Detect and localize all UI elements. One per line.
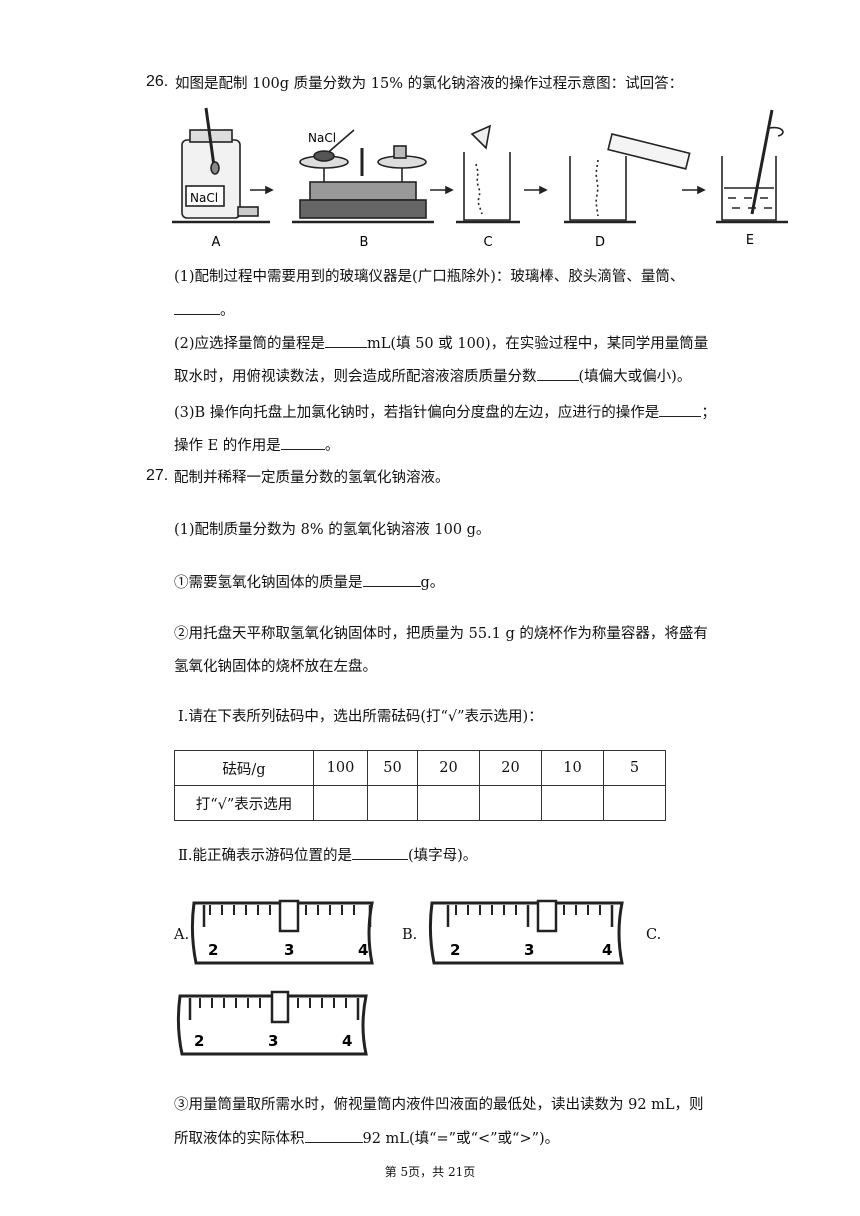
weight-cell: 20 — [479, 750, 542, 786]
check-cell[interactable] — [541, 785, 604, 821]
ruler-tick-label: 4 — [358, 941, 368, 959]
q27-weights-instruction: Ⅰ.请在下表所列砝码中，选出所需砝码(打“√”表示选用)： — [178, 709, 543, 725]
q27-step3-line1: ③用量筒量取所需水时，俯视量筒内液件凹液面的最低处，读出读数为 92 mL，则 — [174, 1097, 704, 1113]
q27-step3-line2: 所取液体的实际体积 92 mL(填“=”或“<”或“>”)。 — [174, 1128, 559, 1149]
ruler-tick-label: 4 — [342, 1032, 352, 1050]
weights-table: 砝码/g 100 50 20 20 10 5 打“√”表示选用 — [174, 750, 666, 821]
ruler-tick-label: 3 — [284, 941, 294, 959]
question-stem-26: 如图是配制 100g 质量分数为 15% 的氯化钠溶液的操作过程示意图：试回答： — [175, 76, 684, 92]
nacl-solution-procedure-figure: NaCl NaCl A B C D E — [172, 107, 788, 250]
q26-part3-d: 。 — [324, 438, 340, 454]
q27-part1: (1)配制质量分数为 8% 的氢氧化钠溶液 100 g。 — [174, 522, 491, 538]
option-b-label: B. — [402, 927, 418, 943]
table-row-label: 打“√”表示选用 — [174, 785, 314, 821]
jar-label: NaCl — [190, 191, 218, 205]
answer-blank[interactable] — [325, 333, 368, 348]
page-footer: 第 5页，共 21页 — [384, 1165, 476, 1179]
option-a-label: A. — [174, 927, 190, 943]
q26-part3-line1: (3)B 操作向托盘上加氯化钠时，若指针偏向分度盘的左边，应进行的操作是 ； — [174, 402, 716, 423]
q27-rider-question: Ⅱ.能正确表示游码位置的是 (填字母)。 — [178, 845, 477, 866]
ruler-tick-label: 4 — [602, 941, 612, 959]
q27-step2-line1: ②用托盘天平称取氢氧化钠固体时，把质量为 55.1 g 的烧杯作为称量容器，将盛… — [174, 626, 708, 642]
ruler-tick-label: 3 — [268, 1032, 278, 1050]
question-stem-27: 配制并稀释一定质量分数的氢氧化钠溶液。 — [174, 470, 450, 486]
ruler-tick-label: 2 — [208, 941, 218, 959]
q26-part2-a: (2)应选择量筒的量程是 — [174, 336, 326, 352]
rider-ruler-b[interactable]: 2 3 4 — [424, 893, 630, 973]
figure-label-c: C — [483, 235, 492, 250]
rider-ruler-a[interactable]: 2 3 4 — [186, 893, 380, 973]
check-cell[interactable] — [417, 785, 480, 821]
ruler-tick-label: 3 — [524, 941, 534, 959]
ruler-tick-label: 2 — [450, 941, 460, 959]
answer-blank[interactable] — [280, 435, 325, 450]
q27-step1: ①需要氢氧化钠固体的质量是 g。 — [174, 572, 444, 593]
answer-blank[interactable] — [351, 845, 408, 860]
answer-blank[interactable] — [659, 402, 702, 417]
weight-cell: 20 — [417, 750, 480, 786]
q26-part3-line2: 操作 E 的作用是 。 — [174, 435, 339, 456]
weight-cell: 5 — [603, 750, 666, 786]
q26-part1-text: (1)配制过程中需要用到的玻璃仪器是(广口瓶除外)：玻璃棒、胶头滴管、量筒、 — [174, 269, 685, 285]
q26-part3-b: ； — [701, 405, 716, 421]
rider-ruler-c[interactable]: 2 3 4 — [172, 986, 374, 1064]
question-number-27: 27. — [146, 467, 169, 484]
question-number-26: 26. — [146, 73, 169, 90]
weight-cell: 10 — [541, 750, 604, 786]
option-c-label: C. — [646, 927, 662, 943]
table-row: 砝码/g 100 50 20 20 10 5 — [174, 750, 666, 786]
table-row: 打“√”表示选用 — [174, 785, 666, 821]
q26-part1: (1)配制过程中需要用到的玻璃仪器是(广口瓶除外)：玻璃棒、胶头滴管、量筒、 — [174, 267, 684, 287]
q26-part2-d: (填偏大或偏小)。 — [578, 369, 692, 385]
figure-label-d: D — [595, 235, 605, 250]
table-header-cell: 砝码/g — [174, 750, 314, 786]
q26-part1-blank-line: 。 — [174, 300, 235, 321]
answer-blank[interactable] — [304, 1128, 363, 1143]
figure-label-a: A — [212, 235, 221, 250]
check-cell[interactable] — [479, 785, 542, 821]
q27-step3-b: 所取液体的实际体积 — [174, 1131, 305, 1147]
weight-cell: 50 — [367, 750, 418, 786]
q26-part2-line1: (2)应选择量筒的量程是 mL(填 50 或 100)，在实验过程中，某同学用量筒… — [174, 333, 708, 354]
q27-step1-a: ①需要氢氧化钠固体的质量是 — [174, 575, 363, 591]
check-cell[interactable] — [313, 785, 368, 821]
q26-part2-line2: 取水时，用俯视读数法，则会造成所配溶液溶质质量分数 (填偏大或偏小)。 — [174, 366, 691, 387]
answer-blank[interactable] — [362, 572, 421, 587]
q26-part1-end: 。 — [220, 303, 235, 319]
q26-part2-b: mL(填 50 或 100)，在实验过程中，某同学用量筒量 — [367, 336, 709, 352]
q27-step2-line2: 氢氧化钠固体的烧杯放在左盘。 — [174, 659, 377, 675]
figure-label-b: B — [360, 235, 369, 250]
q26-part3-c: 操作 E 的作用是 — [174, 438, 281, 454]
answer-blank[interactable] — [536, 366, 579, 381]
q27-rider-a: Ⅱ.能正确表示游码位置的是 — [178, 848, 352, 864]
balance-label: NaCl — [308, 131, 336, 145]
answer-blank[interactable] — [174, 300, 220, 315]
q26-part3-a: (3)B 操作向托盘上加氯化钠时，若指针偏向分度盘的左边，应进行的操作是 — [174, 405, 660, 421]
q26-part2-c: 取水时，用俯视读数法，则会造成所配溶液溶质质量分数 — [174, 369, 537, 385]
q27-rider-b: (填字母)。 — [407, 848, 478, 864]
q27-step1-b: g。 — [420, 575, 445, 591]
ruler-tick-label: 2 — [194, 1032, 204, 1050]
check-cell[interactable] — [367, 785, 418, 821]
weight-cell: 100 — [313, 750, 368, 786]
figure-label-e: E — [746, 233, 754, 248]
q27-step3-c: 92 mL(填“=”或“<”或“>”)。 — [362, 1131, 560, 1147]
check-cell[interactable] — [603, 785, 666, 821]
